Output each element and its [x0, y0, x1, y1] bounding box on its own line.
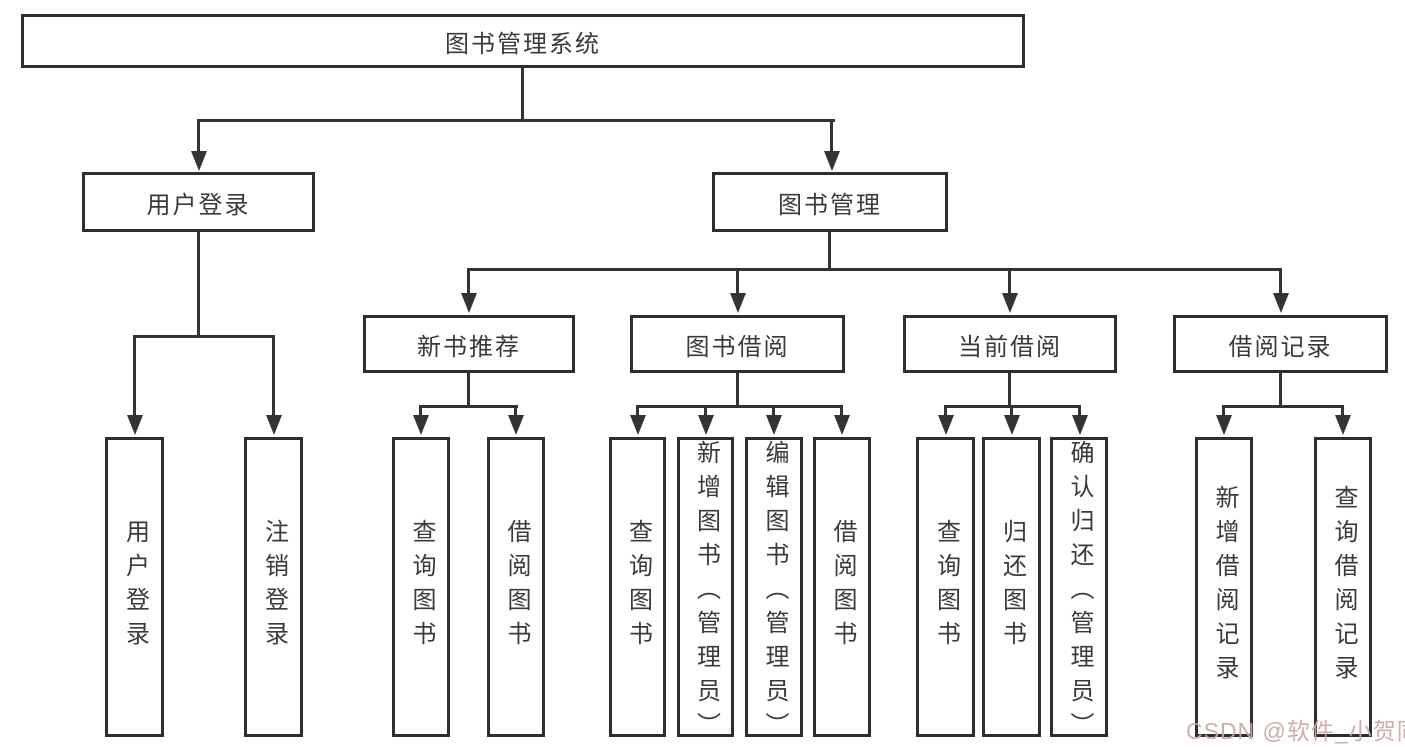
node-leaf-borrow-book-b: 借阅图书 — [813, 437, 871, 737]
node-branch-user-login: 用户登录 — [82, 172, 315, 232]
connector-line — [636, 405, 843, 408]
connector-line — [133, 335, 136, 415]
arrow-head-icon — [629, 415, 646, 435]
connector-line — [419, 405, 422, 417]
arrow-head-icon — [823, 151, 840, 171]
connector-line — [1078, 405, 1081, 417]
arrow-head-icon — [1001, 293, 1018, 313]
node-leaf-query-book-a: 查询图书 — [392, 437, 450, 737]
node-branch-new-book: 新书推荐 — [363, 315, 575, 373]
arrow-head-icon — [1071, 415, 1088, 435]
connector-line — [944, 405, 947, 417]
arrow-head-icon — [1003, 415, 1020, 435]
node-branch-borrow-record: 借阅记录 — [1173, 315, 1388, 373]
node-branch-book-borrow: 图书借阅 — [630, 315, 845, 373]
arrow-head-icon — [126, 415, 143, 435]
node-root: 图书管理系统 — [21, 14, 1025, 68]
arrow-head-icon — [507, 415, 524, 435]
node-leaf-add-book: 新增图书（管理员） — [677, 437, 734, 746]
connector-line — [772, 405, 775, 417]
connector-line — [197, 232, 200, 337]
connector-line — [1008, 373, 1011, 407]
node-leaf-user-login: 用户登录 — [105, 437, 164, 737]
arrow-head-icon — [833, 415, 850, 435]
node-leaf-query-record: 查询借阅记录 — [1314, 437, 1372, 737]
connector-line — [828, 232, 831, 270]
connector-line — [272, 335, 275, 415]
arrow-head-icon — [190, 151, 207, 171]
arrow-head-icon — [729, 293, 746, 313]
connector-line — [636, 405, 639, 417]
arrow-head-icon — [1272, 293, 1289, 313]
node-leaf-borrow-book-a: 借阅图书 — [487, 437, 545, 737]
connector-line — [514, 405, 517, 417]
arrow-head-icon — [265, 415, 282, 435]
connector-line — [521, 68, 524, 121]
connector-line — [1279, 373, 1282, 407]
connector-line — [133, 335, 275, 338]
connector-line — [467, 268, 470, 294]
connector-line — [467, 268, 1281, 271]
node-leaf-query-book-b: 查询图书 — [609, 437, 666, 737]
connector-line — [419, 405, 518, 408]
node-leaf-query-book-c: 查询图书 — [916, 437, 975, 737]
connector-line — [830, 119, 833, 152]
arrow-head-icon — [412, 415, 429, 435]
connector-line — [467, 373, 470, 407]
connector-line — [1008, 268, 1011, 294]
node-branch-book-mgmt: 图书管理 — [712, 172, 948, 232]
connector-line — [197, 119, 200, 152]
node-leaf-logout: 注销登录 — [244, 437, 303, 737]
connector-line — [1222, 405, 1343, 408]
connector-line — [1279, 268, 1282, 294]
node-leaf-edit-book: 编辑图书（管理员） — [745, 437, 803, 746]
node-leaf-return-book: 归还图书 — [982, 437, 1041, 737]
arrow-head-icon — [765, 415, 782, 435]
connector-line — [704, 405, 707, 417]
csdn-watermark: CSDN @软件_小贺同学 — [1186, 718, 1405, 744]
node-branch-current-borrow: 当前借阅 — [903, 315, 1117, 373]
connector-line — [1222, 405, 1225, 417]
connector-line — [736, 268, 739, 294]
node-leaf-add-record: 新增借阅记录 — [1195, 437, 1253, 737]
arrow-head-icon — [937, 415, 954, 435]
arrow-head-icon — [1215, 415, 1232, 435]
arrow-head-icon — [460, 293, 477, 313]
connector-line — [736, 373, 739, 407]
connector-line — [1010, 405, 1013, 417]
connector-line — [197, 119, 835, 122]
arrow-head-icon — [1334, 415, 1351, 435]
node-leaf-confirm-return: 确认归还（管理员） — [1050, 437, 1108, 746]
arrow-head-icon — [697, 415, 714, 435]
connector-line — [1341, 405, 1344, 417]
connector-line — [840, 405, 843, 417]
